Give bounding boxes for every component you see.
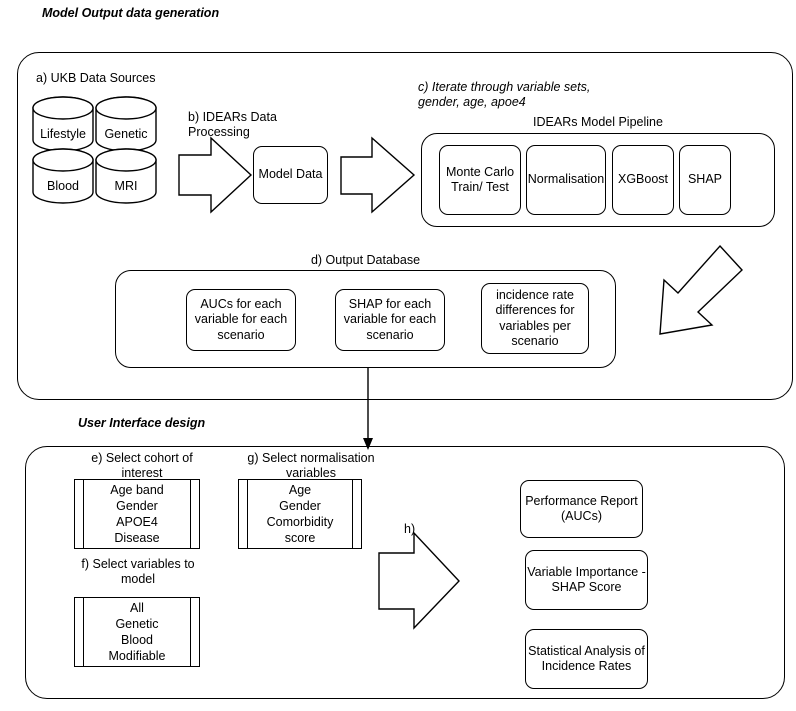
output-statistical-analysis: Statistical Analysis of Incidence Rates xyxy=(525,629,648,689)
cylinder-label-genetic: Genetic xyxy=(104,127,148,141)
label-d-output-database: d) Output Database xyxy=(310,253,421,267)
list-item[interactable]: score xyxy=(284,531,316,545)
list-item[interactable]: APOE4 xyxy=(116,515,158,529)
pipeline-stage-shap: SHAP xyxy=(679,145,731,215)
top-section-container xyxy=(17,52,793,400)
label-c-iterate-variable-sets: c) Iterate through variable sets, gender… xyxy=(418,80,591,109)
list-item[interactable]: Gender xyxy=(116,499,158,513)
list-item[interactable]: Disease xyxy=(114,531,160,545)
listbox-scrollbar[interactable] xyxy=(190,598,199,666)
pipeline-stage-xgboost: XGBoost xyxy=(612,145,674,215)
pipeline-title: IDEARs Model Pipeline xyxy=(533,115,663,129)
cylinder-label-blood: Blood xyxy=(47,179,79,193)
database-output-aucs: AUCs for each variable for each scenario xyxy=(186,289,296,351)
listbox-items[interactable]: All Genetic Blood Modifiable xyxy=(84,598,190,666)
pipeline-stage-monte-carlo: Monte Carlo Train/ Test xyxy=(439,145,521,215)
output-database-container xyxy=(115,270,616,368)
output-variable-importance: Variable Importance - SHAP Score xyxy=(525,550,648,610)
cylinder-label-mri: MRI xyxy=(114,179,138,193)
database-output-incidence-rate: incidence rate differences for variables… xyxy=(481,283,589,354)
select-cohort-listbox[interactable]: Age band Gender APOE4 Disease xyxy=(74,479,200,549)
listbox-rail-left xyxy=(75,480,84,548)
section-title-bottom: User Interface design xyxy=(78,416,206,430)
select-variables-listbox[interactable]: All Genetic Blood Modifiable xyxy=(74,597,200,667)
listbox-rail-left xyxy=(75,598,84,666)
list-item[interactable]: Genetic xyxy=(115,617,159,631)
label-h: h) xyxy=(404,522,416,536)
database-output-shap: SHAP for each variable for each scenario xyxy=(335,289,445,351)
section-title-top: Model Output data generation xyxy=(42,6,220,20)
listbox-scrollbar[interactable] xyxy=(352,480,361,548)
idears-model-pipeline-container xyxy=(421,133,775,227)
label-b-idears-data-processing: b) IDEARs Data Processing xyxy=(188,110,277,139)
list-item[interactable]: Blood xyxy=(121,633,153,647)
label-a-ukb-data-sources: a) UKB Data Sources xyxy=(36,71,156,85)
cylinder-label-lifestyle: Lifestyle xyxy=(40,127,86,141)
listbox-rail-left xyxy=(239,480,248,548)
listbox-scrollbar[interactable] xyxy=(190,480,199,548)
model-data-box: Model Data xyxy=(253,146,328,204)
list-item[interactable]: Modifiable xyxy=(108,649,166,663)
list-item[interactable]: All xyxy=(130,601,144,615)
list-item[interactable]: Gender xyxy=(279,499,321,513)
label-g-select-normalisation: g) Select normalisation variables xyxy=(247,451,375,480)
list-item[interactable]: Age band xyxy=(110,483,164,497)
label-f-select-variables: f) Select variables to model xyxy=(81,557,195,586)
select-normalisation-listbox[interactable]: Age Gender Comorbidity score xyxy=(238,479,362,549)
ui-section-container xyxy=(25,446,785,699)
list-item[interactable]: Comorbidity xyxy=(266,515,334,529)
label-e-select-cohort: e) Select cohort of interest xyxy=(91,451,193,480)
pipeline-stage-normalisation: Normalisation xyxy=(526,145,606,215)
output-performance-report: Performance Report (AUCs) xyxy=(520,480,643,538)
listbox-items[interactable]: Age band Gender APOE4 Disease xyxy=(84,480,190,548)
listbox-items[interactable]: Age Gender Comorbidity score xyxy=(248,480,352,548)
list-item[interactable]: Age xyxy=(288,483,312,497)
